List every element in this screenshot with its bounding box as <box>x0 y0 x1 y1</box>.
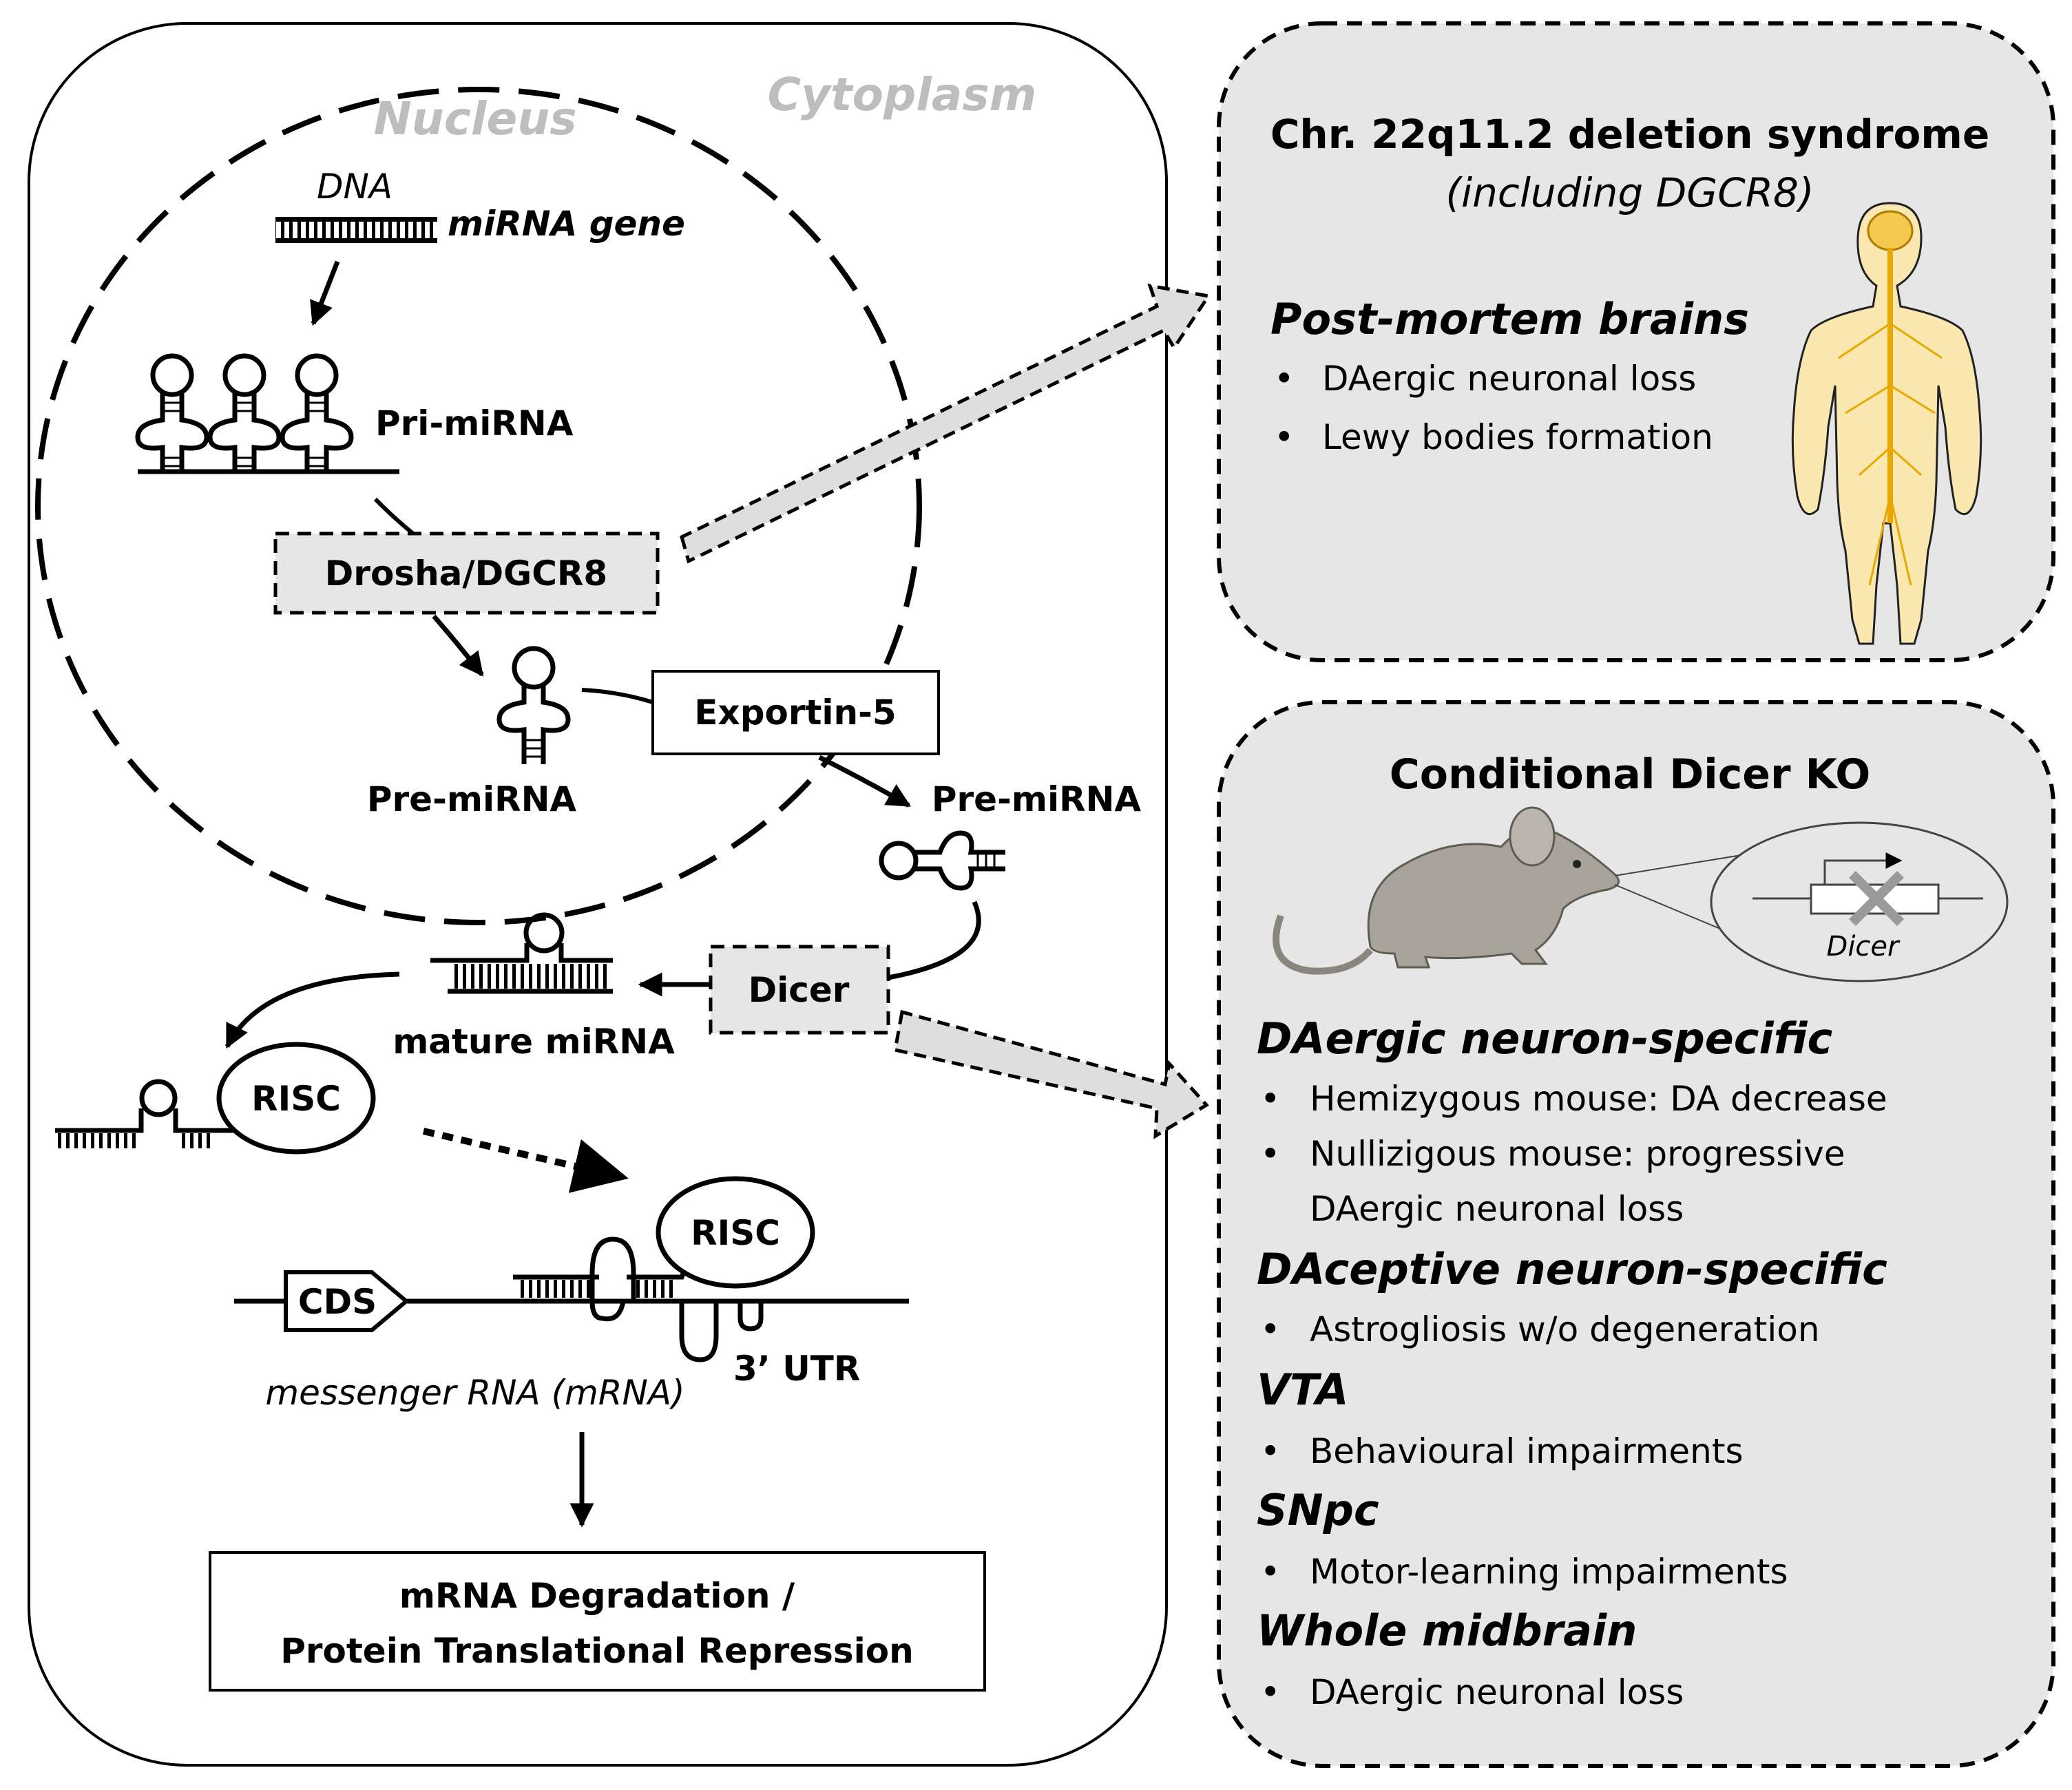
utr-label: 3’ UTR <box>733 1349 860 1389</box>
promoter-arrow <box>1823 852 1903 885</box>
ko-section-5-bullet-1-dot: • <box>1260 1672 1281 1712</box>
risc-complex-1 <box>55 1079 234 1133</box>
mature-mirna-label: mature miRNA <box>393 1022 675 1062</box>
target-basepairs-b <box>635 1280 676 1298</box>
ko-section-4-bullet-1-dot: • <box>1260 1552 1281 1592</box>
arrow-mature-to-risc <box>224 971 400 1049</box>
nucleus-membrane <box>35 87 922 925</box>
dna-strand <box>275 217 437 243</box>
drosha-dgcr8-box <box>273 531 660 615</box>
pre-mirna-cyto-label: Pre-miRNA <box>932 779 1142 819</box>
ko-section-3-heading: VTA <box>1257 1365 1348 1415</box>
dicer-ko-title: Conditional Dicer KO <box>1390 750 1871 799</box>
ko-section-1-bullet-2-cont: DAergic neuronal loss <box>1310 1189 1684 1229</box>
exportin-5-box <box>651 670 940 755</box>
ko-section-1-heading: DAergic neuron-specific <box>1257 1013 1833 1064</box>
ko-section-5-bullet-1: DAergic neuronal loss <box>1310 1672 1684 1712</box>
ko-section-5-heading: Whole midbrain <box>1257 1605 1637 1656</box>
block-arrow-dicer-to-ko <box>893 1009 1209 1139</box>
mature-mirna-structure <box>430 912 613 994</box>
dicer-box <box>709 945 890 1035</box>
cell-boundary <box>28 22 1168 1767</box>
syndrome-subtitle: (including DGCR8) <box>1445 169 1814 216</box>
human-body-figure <box>1791 202 1982 645</box>
risc-2-ellipse <box>656 1176 815 1289</box>
ko-section-2-bullet-1: Astrogliosis w/o degeneration <box>1310 1309 1820 1349</box>
ko-section-3-bullet-1-dot: • <box>1260 1431 1281 1471</box>
target-basepairs-a <box>516 1280 592 1298</box>
syndrome-bullet-1: DAergic neuronal loss <box>1322 359 1696 399</box>
cytoplasm-label: Cytoplasm <box>768 68 1037 121</box>
pre-mirna-nuclear-basepairs <box>525 739 542 758</box>
cds-pentagon <box>284 1270 410 1332</box>
connector-pre-to-exportin <box>581 688 653 704</box>
risc-1-label: RISC <box>251 1079 341 1119</box>
ko-section-4-heading: SNpc <box>1257 1485 1379 1535</box>
ko-section-3-bullet-1: Behavioural impairments <box>1310 1431 1744 1471</box>
mature-mirna-basepairs <box>451 964 609 989</box>
pri-mirna-basepairs <box>164 401 325 467</box>
pre-mirna-nuclear-label: Pre-miRNA <box>367 779 577 819</box>
dotted-arrow-risc-to-target <box>422 1128 629 1193</box>
syndrome-title: Chr. 22q11.2 deletion syndrome <box>1270 111 1989 158</box>
ko-section-2-bullet-1-dot: • <box>1260 1309 1281 1349</box>
pre-mirna-cyto-basepairs <box>976 854 996 867</box>
ko-section-1-bullet-1-dot: • <box>1260 1079 1281 1119</box>
outcome-box <box>209 1551 986 1692</box>
mouse-eye <box>1573 860 1581 868</box>
drosha-dgcr8-label: Drosha/DGCR8 <box>325 554 607 593</box>
pri-mirna-structure <box>135 353 399 474</box>
ko-section-4-bullet-1: Motor-learning impairments <box>1310 1552 1788 1592</box>
mirna-gene-label: miRNA gene <box>448 204 685 244</box>
ko-section-2-heading: DAceptive neuron-specific <box>1257 1244 1887 1294</box>
outcome-line-1: mRNA Degradation / <box>399 1576 795 1616</box>
ko-section-1-bullet-2: Nullizigous mouse: progressive <box>1310 1134 1845 1174</box>
syndrome-section-heading: Post-mortem brains <box>1270 294 1749 344</box>
mouse-figure <box>1273 806 1620 975</box>
pri-mirna-label: Pri-miRNA <box>375 403 574 443</box>
utr-loops <box>589 1236 764 1362</box>
pre-mirna-cyto-structure <box>879 830 1005 891</box>
syndrome-bullet-1-dot: • <box>1274 359 1295 399</box>
risc-1-ellipse <box>216 1042 376 1155</box>
dna-label: DNA <box>317 167 393 207</box>
dicer-construct-label: Dicer <box>1827 931 1901 962</box>
mrna-label: messenger RNA (mRNA) <box>265 1373 684 1413</box>
cds-label: CDS <box>298 1282 377 1322</box>
pre-mirna-nuclear-structure <box>496 646 571 764</box>
dicer-label: Dicer <box>749 970 850 1010</box>
connector-pri-to-drosha <box>373 497 415 536</box>
connector-pre-to-dicer <box>888 901 981 980</box>
outcome-line-2: Protein Translational Repression <box>280 1631 914 1671</box>
block-arrow-drosha-to-syndrome <box>680 283 1212 564</box>
deletion-cross-icon <box>1849 871 1904 926</box>
nucleus-label: Nucleus <box>373 92 576 145</box>
risc-2-label: RISC <box>691 1213 780 1253</box>
ko-section-1-bullet-1: Hemizygous mouse: DA decrease <box>1310 1079 1887 1119</box>
ko-section-1-bullet-2-dot: • <box>1260 1134 1281 1174</box>
risc-1-basepairs <box>56 1133 139 1148</box>
risc-1-basepairs-b <box>178 1133 212 1148</box>
arrow-exportin-to-pre <box>818 755 912 808</box>
exportin-5-label: Exportin-5 <box>694 693 896 733</box>
arrow-drosha-to-pre <box>432 614 484 677</box>
arrow-gene-to-pri <box>310 260 340 326</box>
syndrome-bullet-2-dot: • <box>1274 417 1295 457</box>
syndrome-bullet-2: Lewy bodies formation <box>1322 417 1713 457</box>
brain-icon <box>1867 210 1914 251</box>
